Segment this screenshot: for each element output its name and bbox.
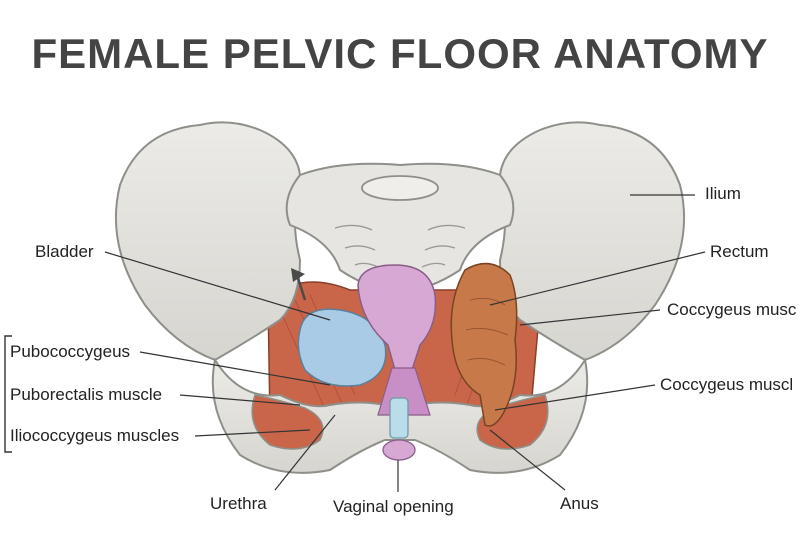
vertebra-top bbox=[361, 175, 439, 201]
arrow-icon bbox=[291, 268, 307, 301]
label-pubococcygeus: Pubococcygeus bbox=[10, 342, 131, 361]
label-vaginal-opening: Vaginal opening bbox=[333, 497, 454, 516]
uterus bbox=[357, 264, 437, 371]
page-title: FEMALE PELVIC FLOOR ANATOMY bbox=[31, 30, 769, 77]
label-coccygeus-upper: Coccygeus musc bbox=[667, 300, 797, 319]
label-rectum: Rectum bbox=[710, 242, 769, 261]
label-puborectalis: Puborectalis muscle bbox=[10, 385, 163, 404]
rectum bbox=[450, 262, 518, 427]
sacrum bbox=[285, 162, 515, 294]
label-bladder: Bladder bbox=[35, 242, 94, 261]
label-urethra: Urethra bbox=[210, 494, 267, 513]
label-ilium: Ilium bbox=[705, 184, 741, 203]
urethra-tube bbox=[389, 397, 409, 439]
bladder bbox=[297, 308, 387, 387]
vaginal-opening bbox=[382, 439, 416, 461]
muscle-group-bracket bbox=[4, 335, 12, 453]
label-anus: Anus bbox=[560, 494, 599, 513]
label-iliococcygeus: Iliococcygeus muscles bbox=[10, 426, 180, 445]
left-ilium bbox=[114, 121, 302, 362]
label-coccygeus-lower: Coccygeus muscl bbox=[660, 375, 794, 394]
right-ilium bbox=[498, 121, 686, 362]
